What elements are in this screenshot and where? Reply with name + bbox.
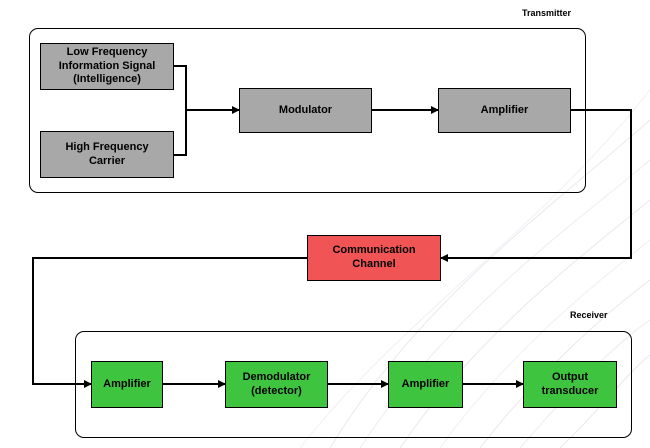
high-frequency-carrier-block: High Frequency Carrier [40,131,174,178]
line-carrier-to-modulator [174,110,187,156]
arrow-amplifier-to-channel [440,109,632,262]
output-transducer-block: Output transducer [523,361,617,408]
receiver-amplifier-in-block: Amplifier [91,361,163,408]
line-lowfreq-to-modulator [174,65,187,110]
receiver-amplifier-out-block: Amplifier [388,361,463,408]
communication-channel-block: Communication Channel [307,235,441,281]
transmitter-amplifier-block: Amplifier [438,88,571,133]
modulator-block: Modulator [239,88,372,133]
transmitter-label: Transmitter [522,8,572,18]
low-frequency-signal-block: Low Frequency Information Signal (Intell… [40,43,174,90]
receiver-label: Receiver [570,310,608,320]
demodulator-block: Demodulator (detector) [225,361,328,408]
arrow-channel-to-receiver [32,257,307,388]
